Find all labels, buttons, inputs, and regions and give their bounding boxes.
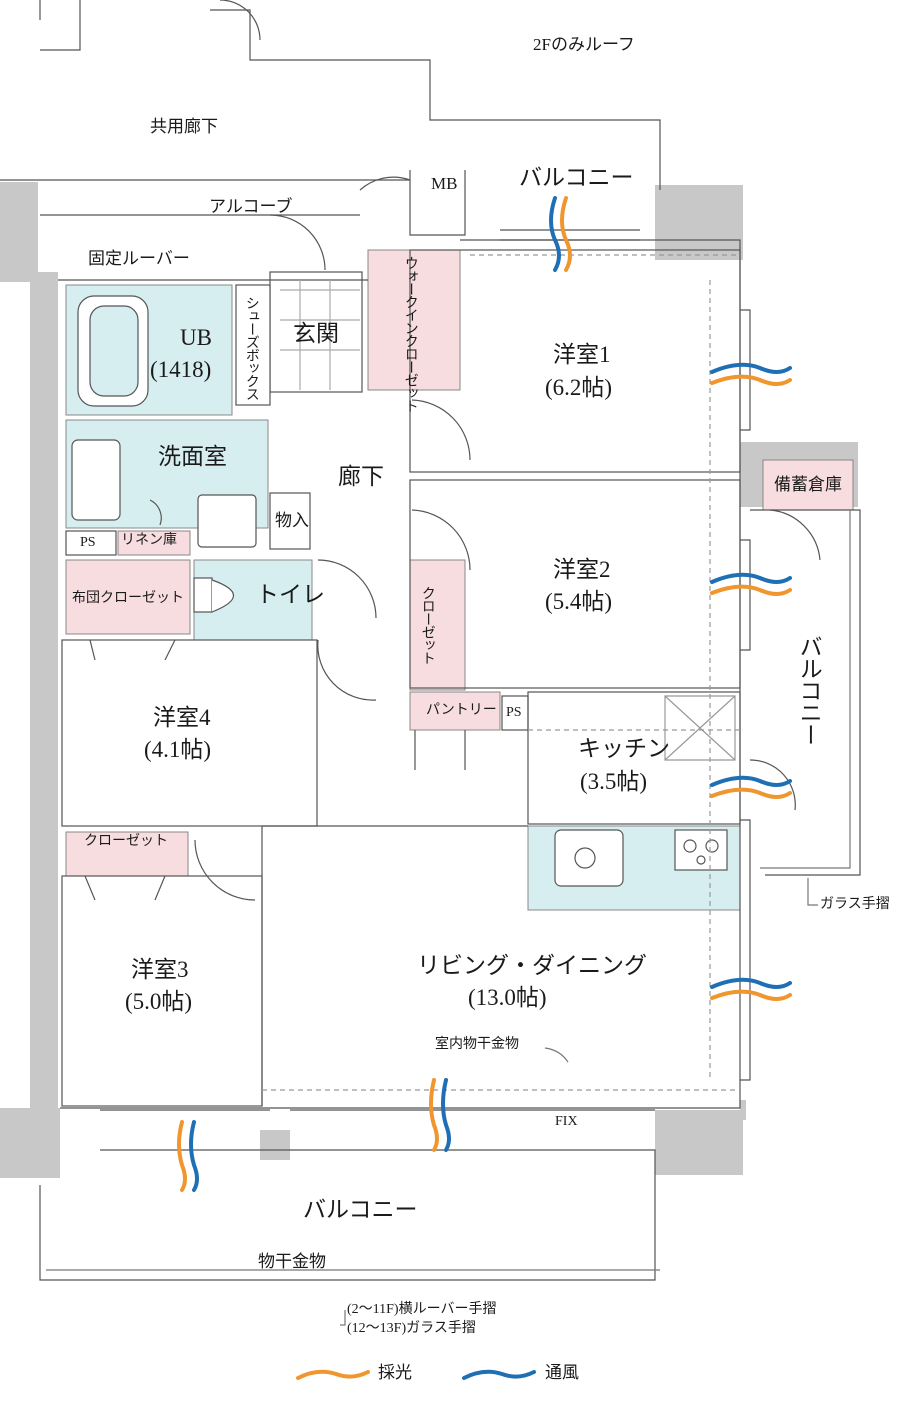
ventilation-arrows bbox=[177, 196, 792, 1192]
wind-arrow-bottom-left bbox=[189, 1120, 199, 1192]
balcony-bottom-label: バルコニー bbox=[303, 1197, 418, 1222]
rail-note1-label: (2〜11F)横ルーバー手摺 bbox=[347, 1302, 497, 1317]
legend-swatches bbox=[296, 1369, 536, 1380]
wind-arrow-kitchen bbox=[710, 775, 792, 787]
roof-2f-label: 2Fのみルーフ bbox=[533, 35, 635, 54]
room3-size-label: (5.0帖) bbox=[125, 989, 193, 1014]
wind-arrow-bottom-mid bbox=[441, 1078, 451, 1152]
wind-arrow-living bbox=[710, 977, 792, 989]
legend-wind-label: 通風 bbox=[545, 1363, 579, 1382]
ps1-label: PS bbox=[80, 535, 96, 550]
room1-size-label: (6.2帖) bbox=[545, 375, 613, 400]
stockroom-label: 備蓄倉庫 bbox=[774, 475, 842, 494]
washroom-label: 洗面室 bbox=[158, 444, 227, 469]
wind-arrow-top bbox=[549, 196, 561, 272]
clothes-dryer-label: 物干金物 bbox=[258, 1252, 326, 1271]
legend-light-label: 採光 bbox=[378, 1363, 412, 1382]
legend-wind-swatch bbox=[462, 1369, 536, 1380]
light-arrow-kitchen bbox=[710, 787, 792, 799]
room4-name-label: 洋室4 bbox=[153, 705, 211, 730]
ub-name-label: UB bbox=[180, 325, 212, 350]
light-arrow-bottom-mid bbox=[429, 1078, 439, 1152]
structural-walls bbox=[0, 182, 858, 1178]
living-size-label: (13.0帖) bbox=[468, 985, 547, 1010]
room2-name-label: 洋室2 bbox=[553, 557, 611, 582]
common-corridor-label: 共用廊下 bbox=[150, 117, 218, 136]
room2-size-label: (5.4帖) bbox=[545, 589, 613, 614]
wind-arrow-room1 bbox=[710, 362, 792, 374]
light-arrow-bottom-left bbox=[177, 1120, 187, 1192]
mb-label: MB bbox=[431, 174, 458, 193]
storage-label: 物入 bbox=[275, 511, 309, 530]
room3-name-label: 洋室3 bbox=[131, 957, 189, 982]
ub-size-label: (1418) bbox=[150, 357, 212, 382]
fix-label: FIX bbox=[555, 1114, 578, 1129]
entrance-label: 玄関 bbox=[293, 321, 339, 346]
room1-name-label: 洋室1 bbox=[553, 342, 611, 367]
closet-room3-label: クローゼット bbox=[84, 834, 168, 849]
light-arrow-top bbox=[560, 196, 572, 272]
closet-fills bbox=[65, 249, 854, 877]
legend-light-swatch bbox=[296, 1369, 370, 1380]
light-arrow-room2 bbox=[710, 584, 792, 596]
shoe-box-label: シューズボックス bbox=[243, 295, 259, 400]
alcove-label: アルコーブ bbox=[209, 197, 293, 216]
light-arrow-room1 bbox=[710, 374, 792, 386]
kitchen-size-label: (3.5帖) bbox=[580, 769, 648, 794]
ps2-label: PS bbox=[506, 705, 522, 720]
futon-closet-label: 布団クローゼット bbox=[72, 591, 184, 606]
balcony-top-label: バルコニー bbox=[519, 165, 634, 190]
pantry-label: パントリー bbox=[426, 703, 497, 718]
linen-label: リネン庫 bbox=[121, 533, 177, 548]
hallway-label: 廊下 bbox=[338, 464, 384, 489]
living-name-label: リビング・ダイニング bbox=[417, 953, 647, 978]
closet-vertical-label: クローゼット bbox=[419, 586, 435, 664]
indoor-dryer-label: 室内物干金物 bbox=[435, 1037, 519, 1052]
room4-size-label: (4.1帖) bbox=[144, 737, 212, 762]
fixed-louver-label: 固定ルーバー bbox=[88, 249, 190, 268]
kitchen-name-label: キッチン bbox=[578, 736, 670, 761]
glass-rail-right-label: ガラス手摺 bbox=[820, 897, 890, 912]
walkin-closet-label: ウォークインクローゼット bbox=[402, 256, 418, 412]
light-arrow-living bbox=[710, 989, 792, 1001]
rail-note2-label: (12〜13F)ガラス手摺 bbox=[347, 1321, 476, 1336]
room-outlines bbox=[0, 0, 861, 1326]
wind-arrow-room2 bbox=[710, 572, 792, 584]
balcony-right-label: バルコニー bbox=[796, 635, 822, 745]
toilet-label: トイレ bbox=[256, 582, 325, 607]
